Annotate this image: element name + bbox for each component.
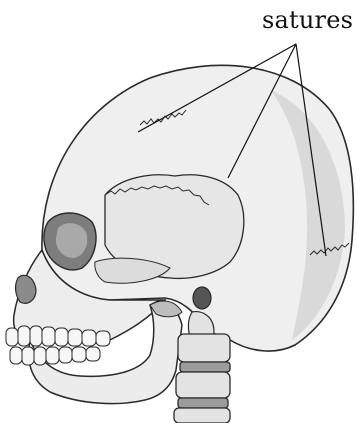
lower-teeth <box>10 347 100 365</box>
cervical-vertebrae <box>174 334 230 423</box>
ear-canal <box>193 287 211 309</box>
sutures-label: satures <box>262 6 353 34</box>
